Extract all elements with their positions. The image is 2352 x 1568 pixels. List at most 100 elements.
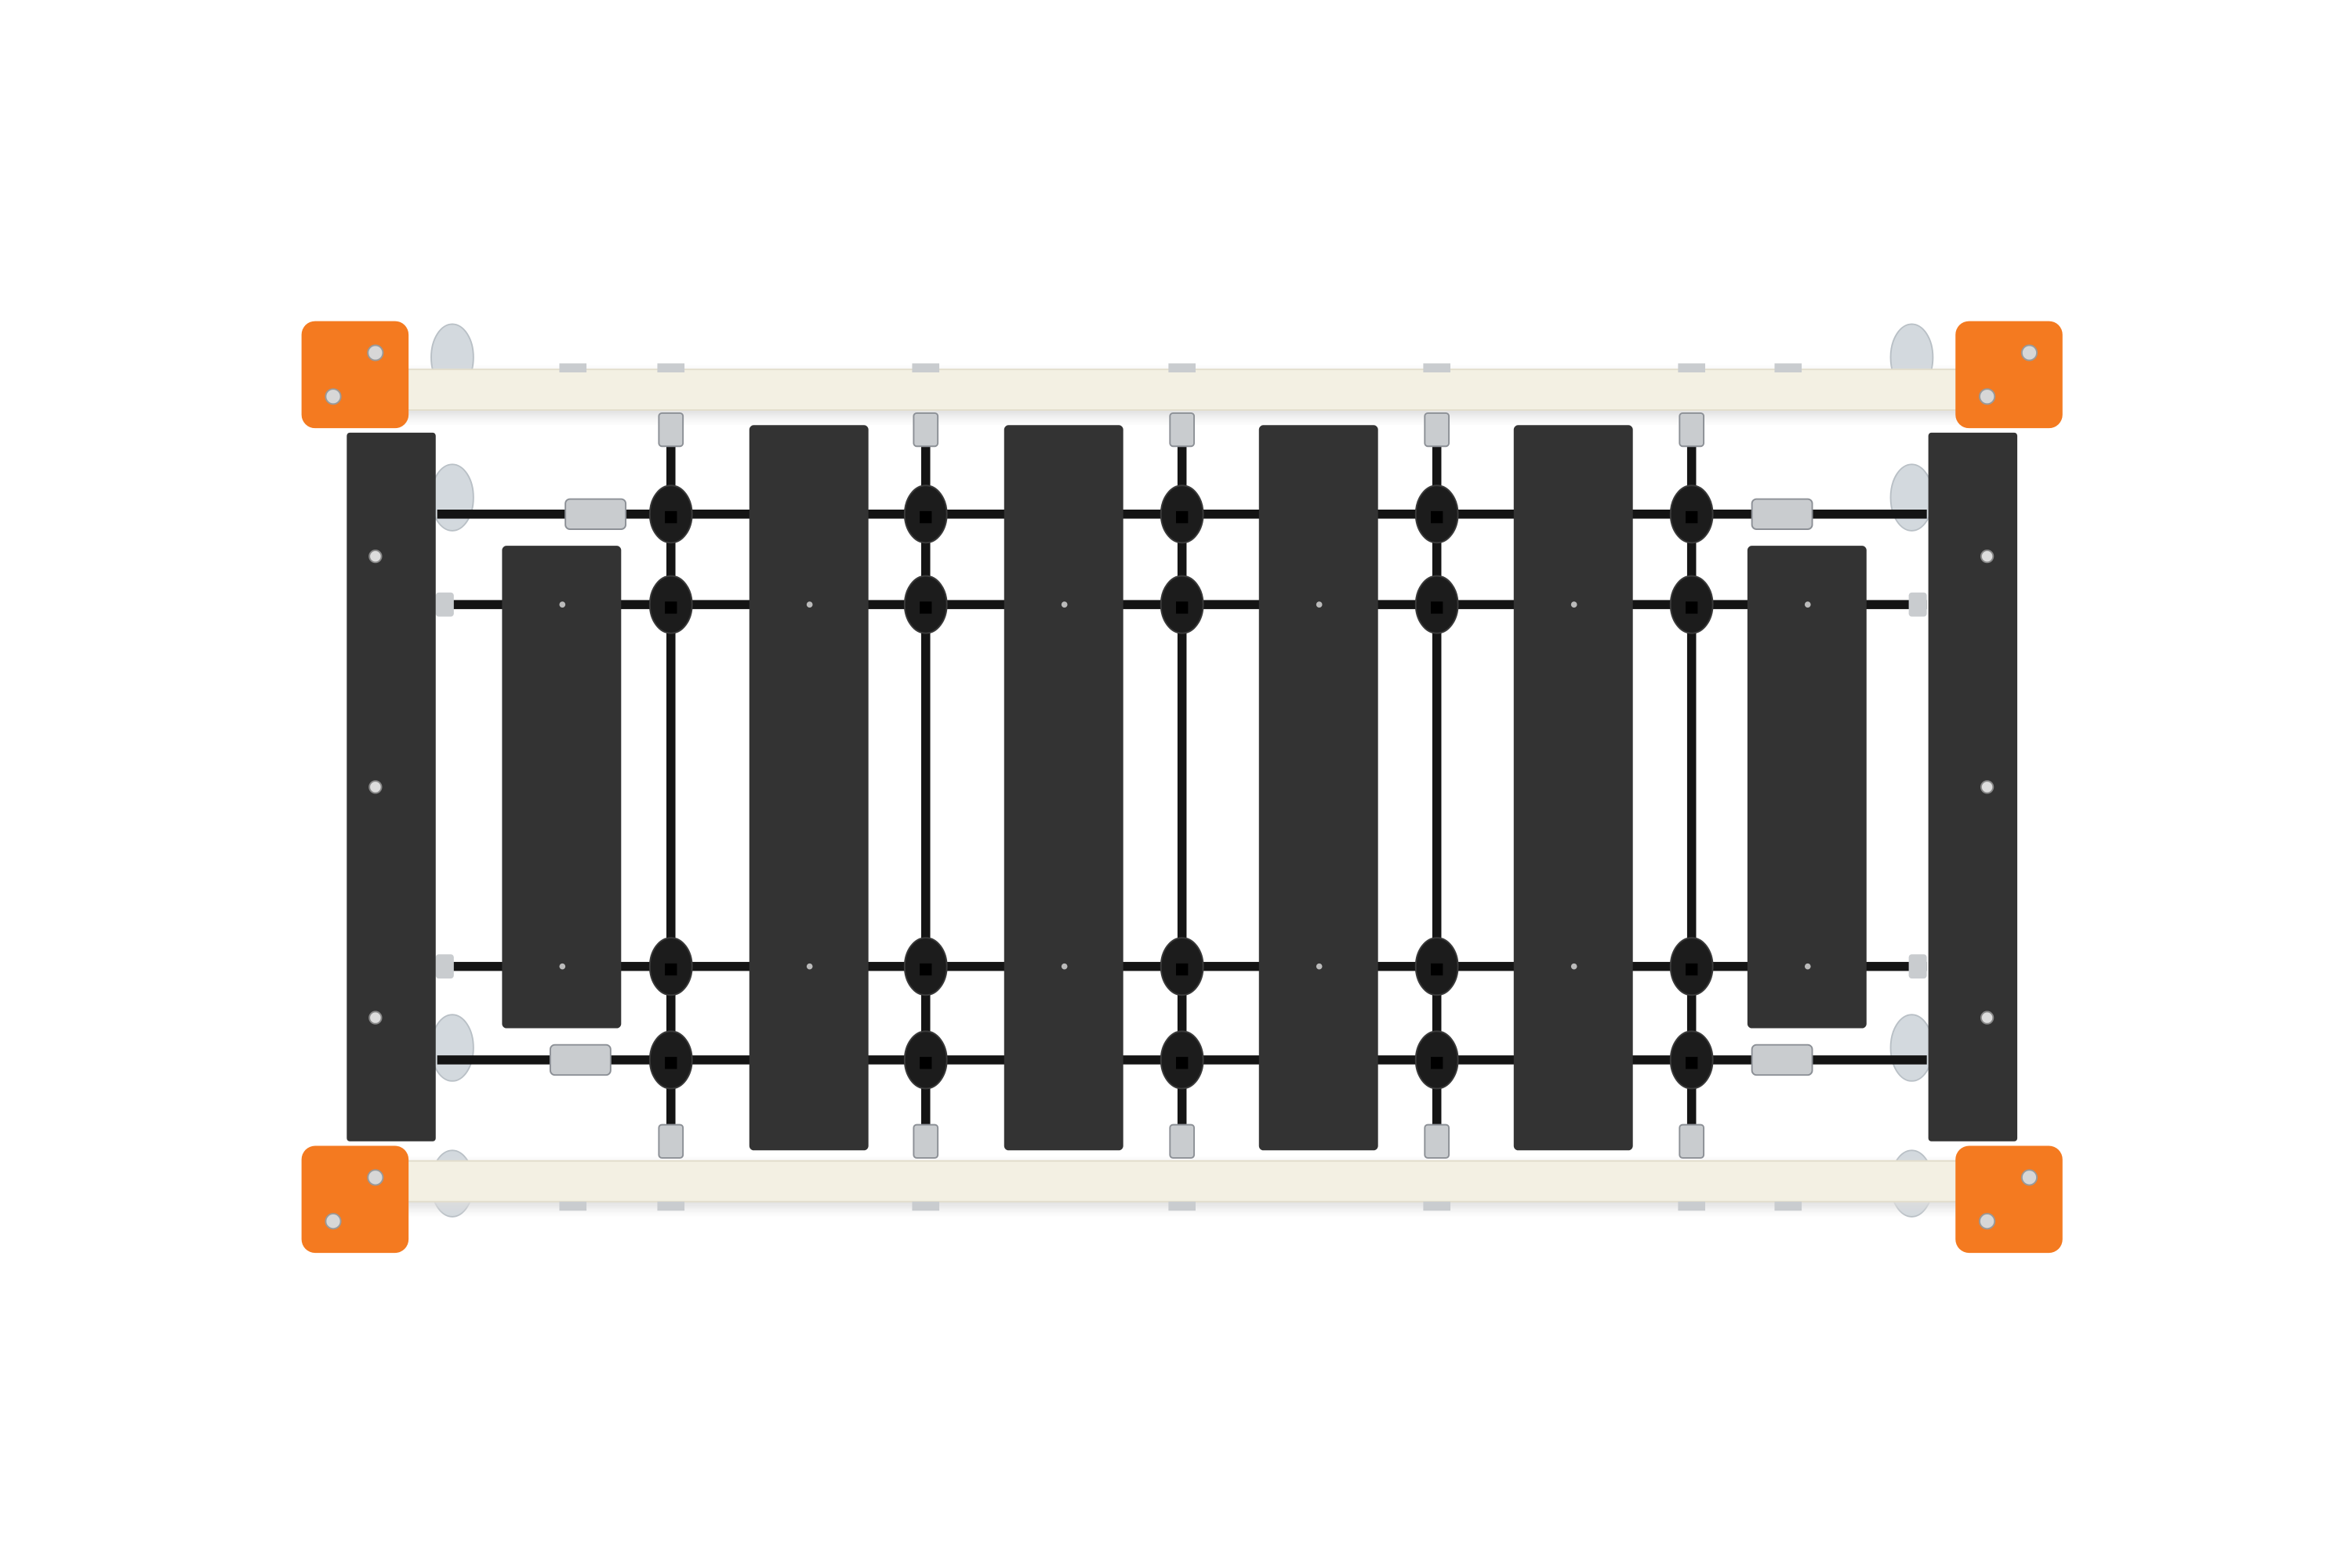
corner-block [1955,321,2063,429]
rail-clamp [1423,1201,1450,1211]
plank-screw [1570,963,1577,970]
rope-end-cap [1908,954,1927,979]
plank-screw [1804,963,1811,970]
rail-clamp [657,363,685,372]
plank-screw [806,601,813,608]
long-plank [1258,425,1378,1151]
board-bolt [1980,1011,1994,1025]
rope-end-ferrule [1679,1123,1705,1159]
rope-end-ferrule [913,1123,939,1159]
board-bolt [1980,780,1994,794]
plank-screw [1316,601,1323,608]
rope-end-ferrule [658,1123,684,1159]
connector-hole [920,963,932,976]
foot-pad [430,463,474,532]
rail-clamp [1774,363,1802,372]
connector-hole [1686,1057,1698,1069]
rope-end-ferrule [1679,412,1705,448]
rail-clamp [1168,363,1196,372]
rail-clamp [1678,1201,1705,1211]
board-bolt [1980,549,1994,564]
short-plank [502,546,622,1029]
rope-tensioner [564,498,627,530]
plank-screw [1804,601,1811,608]
connector-hole [1176,601,1189,614]
vertical-rope [1686,414,1697,1146]
connector-hole [665,963,677,976]
board-bolt [368,549,383,564]
corner-bolt [367,1169,384,1186]
connector-hole [665,601,677,614]
rail-clamp [1423,363,1450,372]
rail-clamp [1774,1201,1802,1211]
rail-clamp [1168,1201,1196,1211]
left-end-board [347,432,436,1142]
plank-screw [1316,963,1323,970]
bottom-rail [346,1160,2006,1203]
connector-hole [665,1057,677,1069]
rail-clamp [559,1201,587,1211]
connector-hole [920,1057,932,1069]
rope-tensioner [1751,1044,1813,1076]
vertical-rope [1432,414,1442,1146]
right-end-board [1928,432,2018,1142]
rope-end-cap [435,592,454,617]
rope-end-ferrule [913,412,939,448]
corner-bolt [1979,388,1996,405]
rope-end-ferrule [1424,412,1450,448]
rope-tensioner [549,1044,612,1076]
short-plank [1747,546,1867,1029]
rope-end-cap [1908,592,1927,617]
plank-screw [559,963,566,970]
long-plank [1004,425,1123,1151]
plank-screw [559,601,566,608]
corner-bolt [325,388,342,405]
connector-hole [1431,601,1443,614]
plank-screw [1570,601,1577,608]
corner-bolt [1979,1213,1996,1230]
rail-clamp [657,1201,685,1211]
plank-screw [806,963,813,970]
rope-tensioner [1751,498,1813,530]
corner-block [1955,1145,2063,1254]
connector-hole [1686,510,1698,524]
connector-hole [920,601,932,614]
foot-pad [1889,1014,1934,1082]
connector-hole [1176,510,1189,524]
connector-hole [1686,963,1698,976]
connector-hole [1431,963,1443,976]
rope-end-ferrule [1169,1123,1196,1159]
board-bolt [368,780,383,794]
long-plank [1513,425,1633,1151]
rope-end-ferrule [1424,1123,1450,1159]
corner-bolt [2020,1169,2038,1186]
connector-hole [1176,963,1189,976]
foot-pad [1889,463,1934,532]
vertical-rope [1177,414,1187,1146]
rope-end-cap [435,954,454,979]
corner-bolt [367,344,384,361]
plank-screw [1061,963,1068,970]
corner-bolt [2020,344,2038,361]
corner-bolt [325,1213,342,1230]
board-bolt [368,1011,383,1025]
corner-block [301,1145,409,1254]
rope-end-ferrule [658,412,684,448]
connector-hole [1686,601,1698,614]
corner-block [301,321,409,429]
connector-hole [1431,510,1443,524]
connector-hole [1431,1057,1443,1069]
connector-hole [665,510,677,524]
vertical-rope [921,414,931,1146]
rope-end-ferrule [1169,412,1196,448]
rail-clamp [912,1201,940,1211]
connector-hole [1176,1057,1189,1069]
rail-clamp [1678,363,1705,372]
rail-clamp [559,363,587,372]
rail-clamp [912,363,940,372]
connector-hole [920,510,932,524]
vertical-rope [666,414,676,1146]
top-rail [346,368,2006,412]
plank-screw [1061,601,1068,608]
